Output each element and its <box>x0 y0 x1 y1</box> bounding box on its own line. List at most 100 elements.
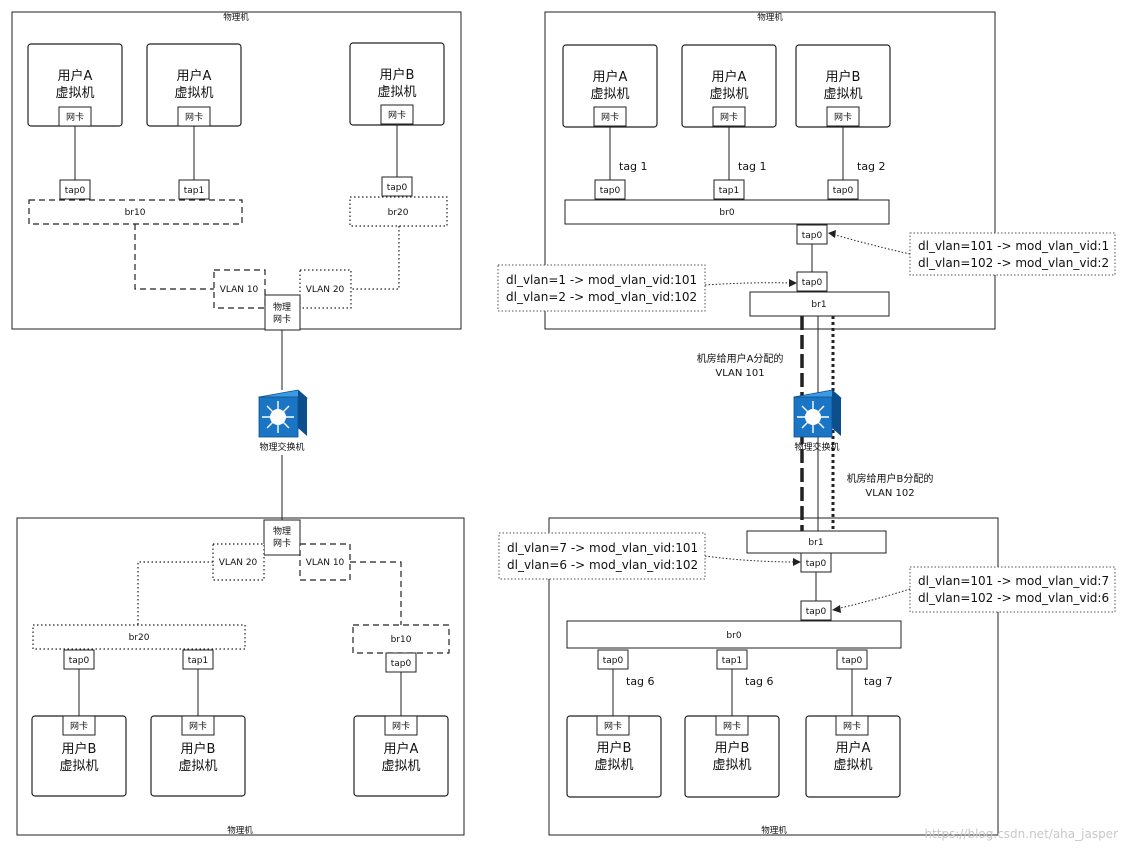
vnic-label: 网卡 <box>392 720 410 732</box>
rule-pointer <box>835 588 911 610</box>
rule-pointer <box>704 282 793 286</box>
vm-user-label: 用户A <box>384 741 419 757</box>
arrowhead <box>793 558 801 566</box>
rule-pointer <box>831 233 911 255</box>
tap-box <box>594 179 626 200</box>
patch-port-br0 <box>800 600 832 621</box>
host-bottom-right: 物理机 br1 tap0 tap0 br0 tap0 tap1 tap0 tag… <box>548 517 999 836</box>
vnic-label: 网卡 <box>388 109 406 121</box>
vm-type-label: 虚拟机 <box>178 759 217 774</box>
tap-label: tap0 <box>600 186 621 196</box>
vm-type-label: 虚拟机 <box>823 87 862 102</box>
flow-rule-text: dl_vlan=1 -> mod_vlan_vid:101 <box>506 273 697 287</box>
tap-label: tap0 <box>391 659 412 669</box>
host-label: 物理机 <box>223 12 249 23</box>
bridge-label: br1 <box>808 538 823 548</box>
flow-rule-text: dl_vlan=6 -> mod_vlan_vid:102 <box>507 558 698 572</box>
bridge-label: br0 <box>726 631 741 641</box>
host-label: 物理机 <box>757 12 783 23</box>
bridge-br10 <box>28 199 243 225</box>
vm-user-label: 用户A <box>177 68 212 84</box>
vnic-label: 网卡 <box>843 720 861 732</box>
vnic-label: 网卡 <box>834 111 852 123</box>
vlan-b-caption: 机房给用户B分配的 <box>847 472 934 485</box>
phys-nic-label: 物理 <box>273 301 291 313</box>
vlan-tag-label: tag 2 <box>857 160 886 173</box>
host-frame <box>548 517 999 836</box>
flow-rule-text: dl_vlan=7 -> mod_vlan_vid:101 <box>507 541 698 555</box>
arrowhead <box>789 279 797 287</box>
bridge-br0 <box>566 620 902 649</box>
bridge-br20 <box>32 624 246 650</box>
vm-type-label: 虚拟机 <box>833 758 872 773</box>
vlan-label: VLAN 20 <box>306 285 345 295</box>
vm-user-label: 用户B <box>597 740 632 756</box>
vm-type-label: 虚拟机 <box>59 759 98 774</box>
switch-label: 物理交换机 <box>794 441 839 453</box>
vnic-label: 网卡 <box>601 111 619 123</box>
tap-box <box>178 179 210 200</box>
vnic-box <box>181 715 215 736</box>
vlan-label: VLAN 20 <box>219 558 258 568</box>
vnic-label: 网卡 <box>720 111 738 123</box>
vnic-label: 网卡 <box>604 720 622 732</box>
host-top-right: 物理机 用户A 虚拟机 网卡 用户A 虚拟机 网卡 用户B 虚拟机 网卡 tag… <box>544 11 996 330</box>
tap-label: tap1 <box>722 656 742 666</box>
vm-type-label: 虚拟机 <box>709 87 748 102</box>
vm-user-label: 用户B <box>715 740 750 756</box>
host-bottom-left: 物理机 物理 网卡 VLAN 20 VLAN 10 br20 br10 tap0… <box>16 517 465 836</box>
host-frame <box>544 11 996 330</box>
vm-type-label: 虚拟机 <box>377 85 416 100</box>
tap-label: tap1 <box>719 186 739 196</box>
vnic-label: 网卡 <box>66 111 84 123</box>
br10-vlan10-link <box>134 224 214 290</box>
flow-rule-box: dl_vlan=101 -> mod_vlan_vid:1 dl_vlan=10… <box>909 232 1116 276</box>
vm-type-label: 虚拟机 <box>55 86 94 101</box>
vm-user-label: 用户A <box>712 69 747 85</box>
flow-rule-text: dl_vlan=2 -> mod_vlan_vid:102 <box>506 290 697 304</box>
vlan-label: VLAN 10 <box>306 558 345 568</box>
flow-rule-text: dl_vlan=101 -> mod_vlan_vid:1 <box>918 239 1109 253</box>
arrowhead <box>832 605 841 613</box>
bridge-label: br20 <box>388 208 409 218</box>
vm-user-label: 用户A <box>836 740 871 756</box>
vnic-label: 网卡 <box>185 111 203 123</box>
vlan-tag-label: tag 6 <box>745 675 774 688</box>
vlan-tag-label: tag 6 <box>626 675 655 688</box>
tap-label: tap0 <box>802 231 823 241</box>
bridge-label: br10 <box>125 208 146 218</box>
vnic-box <box>715 715 749 736</box>
watermark-text: https://blog.csdn.net/aha_jasper <box>924 827 1118 841</box>
vlan-tag-label: tag 7 <box>864 675 893 688</box>
bridge-br0 <box>564 199 890 225</box>
vlan20-interface <box>212 543 265 581</box>
vlan-tag-label: tag 1 <box>619 160 648 173</box>
vm-type-label: 虚拟机 <box>381 759 420 774</box>
flow-rule-text: dl_vlan=101 -> mod_vlan_vid:7 <box>918 574 1109 588</box>
vnic-label: 网卡 <box>189 720 207 732</box>
phys-nic-label: 网卡 <box>273 313 291 325</box>
vlan10-interface <box>213 269 266 309</box>
vm-type-label: 虚拟机 <box>594 758 633 773</box>
bridge-br20 <box>349 196 448 227</box>
bridge-br1 <box>749 291 890 317</box>
flow-rule-box: dl_vlan=101 -> mod_vlan_vid:7 dl_vlan=10… <box>909 566 1116 613</box>
host-frame <box>16 517 465 836</box>
vm-user-label: 用户A <box>593 69 628 85</box>
vnic-box <box>835 715 869 736</box>
bridge-label: br20 <box>129 633 150 643</box>
vm-user-label: 用户B <box>62 741 97 757</box>
vlan-a-caption: 机房给用户A分配的 <box>697 352 784 365</box>
vlan-label: VLAN 10 <box>220 285 259 295</box>
vlan10-interface <box>299 543 351 581</box>
physical-switch-left <box>258 389 308 438</box>
host-label: 物理机 <box>761 825 787 836</box>
bridge-label: br1 <box>811 300 826 310</box>
patch-port-br1 <box>796 271 828 292</box>
vlan10-br10-link <box>350 561 402 625</box>
bridge-label: br0 <box>719 208 734 218</box>
tap-label: tap1 <box>184 186 204 196</box>
br20-vlan20-link <box>351 226 400 290</box>
flow-rule-text: dl_vlan=102 -> mod_vlan_vid:6 <box>918 591 1109 605</box>
